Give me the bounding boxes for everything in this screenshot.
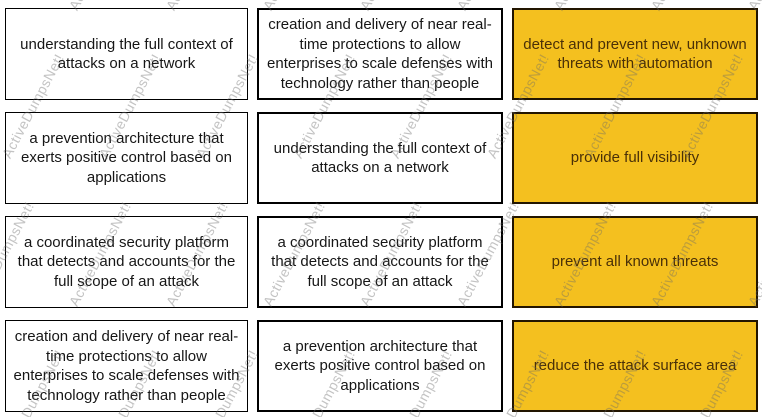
description-text: a prevention architecture that exerts po… [274,337,486,394]
description-box[interactable]: understanding the full context of attack… [5,8,248,100]
target-box[interactable]: reduce the attack surface area [512,320,758,412]
target-box[interactable]: prevent all known threats [512,216,758,308]
description-box[interactable]: creation and delivery of near real-time … [5,320,248,412]
target-text: prevent all known threats [551,253,719,271]
description-text: a coordinated security platform that det… [17,233,236,290]
description-text: a prevention architecture that exerts po… [21,129,232,186]
target-box[interactable]: detect and prevent new, unknown threats … [512,8,758,100]
description-box[interactable]: a prevention architecture that exerts po… [257,320,503,412]
target-box[interactable]: provide full visibility [512,112,758,204]
description-text: understanding the full context of attack… [273,139,487,177]
description-text: creation and delivery of near real-time … [267,16,493,92]
target-text: detect and prevent new, unknown threats … [523,35,747,73]
description-box[interactable]: a prevention architecture that exerts po… [5,112,248,204]
description-box[interactable]: creation and delivery of near real-time … [257,8,503,100]
description-box[interactable]: understanding the full context of attack… [257,112,503,204]
target-text: provide full visibility [570,149,700,167]
description-box[interactable]: a coordinated security platform that det… [257,216,503,308]
description-text: creation and delivery of near real-time … [13,328,240,404]
description-text: a coordinated security platform that det… [271,233,489,290]
target-text: reduce the attack surface area [533,357,737,375]
match-grid: understanding the full context of attack… [5,8,758,412]
description-text: understanding the full context of attack… [20,35,233,73]
description-box[interactable]: a coordinated security platform that det… [5,216,248,308]
